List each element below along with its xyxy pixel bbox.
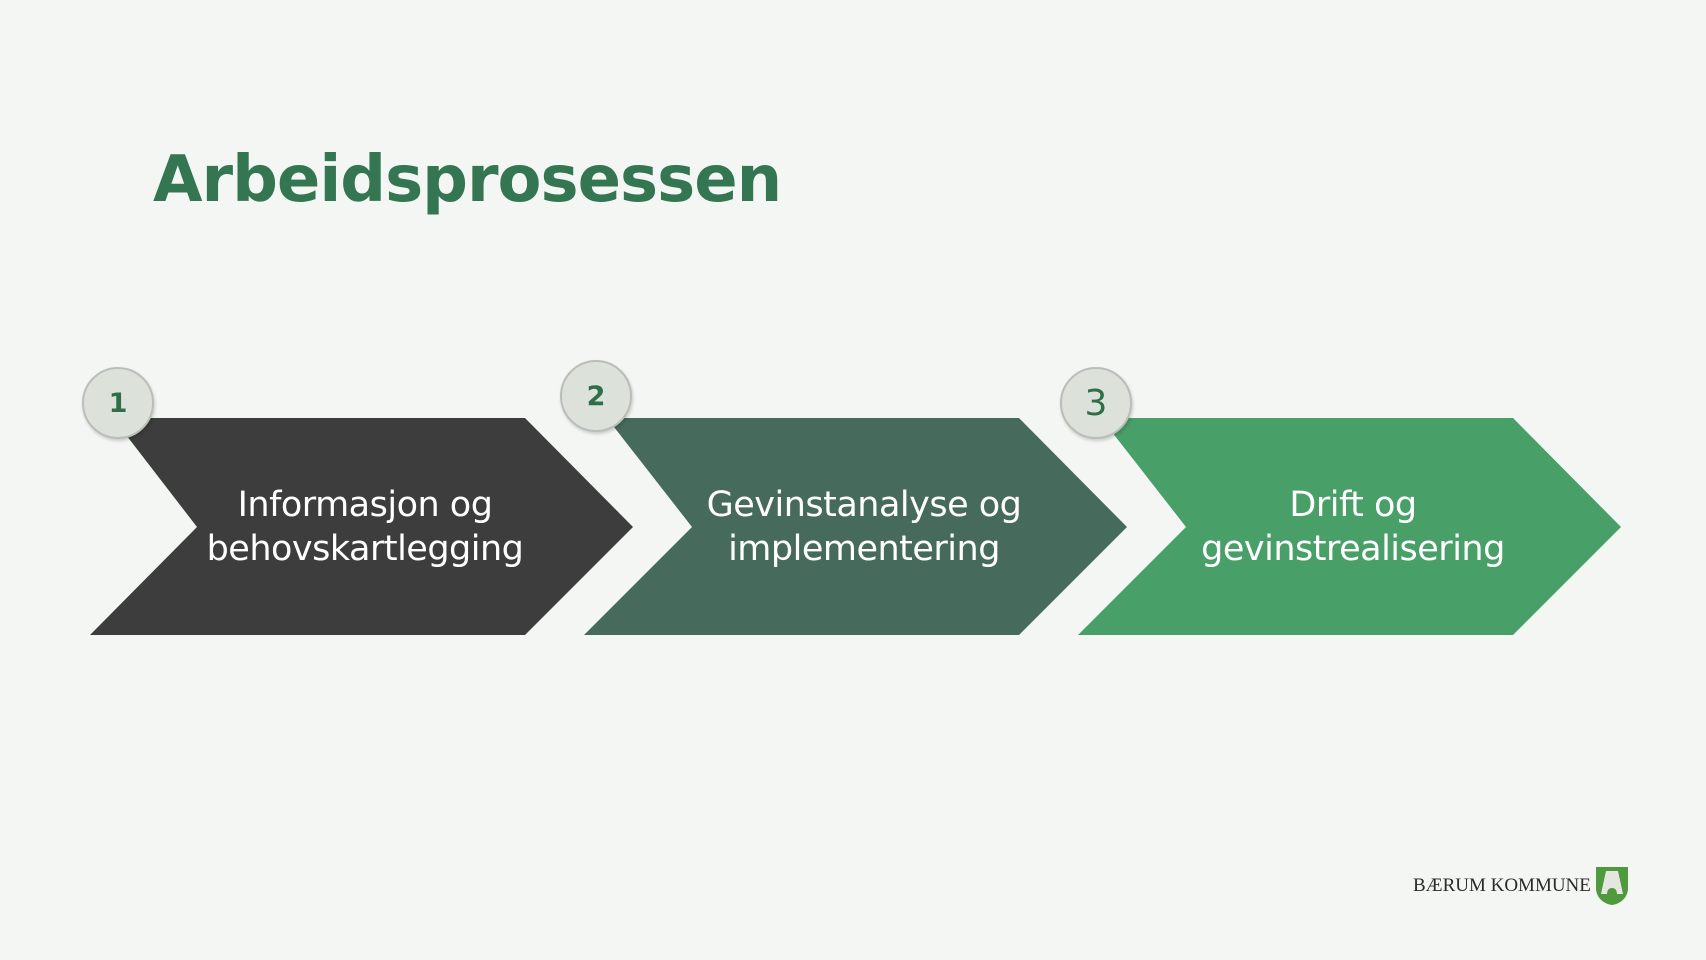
step-2-number-badge: 2	[560, 360, 632, 432]
step-1-line1: Informasjon og	[237, 485, 493, 525]
step-3-line1: Drift og	[1289, 485, 1417, 525]
step-1-line2: behovskartlegging	[206, 529, 524, 569]
step-1-label: Informasjon og behovskartlegging	[200, 483, 530, 571]
chevron-step-2	[584, 418, 1127, 635]
step-3-number-badge: 3	[1060, 367, 1132, 439]
coat-of-arms-shield-icon	[1595, 867, 1628, 905]
step-3-line2: gevinstrealisering	[1201, 529, 1505, 569]
step-2-label: Gevinstanalyse og implementering	[694, 483, 1034, 571]
baerum-kommune-logo: BÆRUM KOMMUNE	[1413, 866, 1629, 906]
step-3-label: Drift og gevinstrealisering	[1188, 483, 1518, 571]
step-1-number-badge: 1	[82, 367, 154, 439]
chevron-step-1	[90, 418, 633, 635]
step-2-line1: Gevinstanalyse og	[706, 485, 1022, 525]
logo-text: BÆRUM KOMMUNE	[1413, 875, 1591, 896]
chevron-step-3	[1078, 418, 1621, 635]
step-2-line2: implementering	[728, 529, 1000, 569]
slide-title: Arbeidsprosessen	[153, 143, 782, 217]
